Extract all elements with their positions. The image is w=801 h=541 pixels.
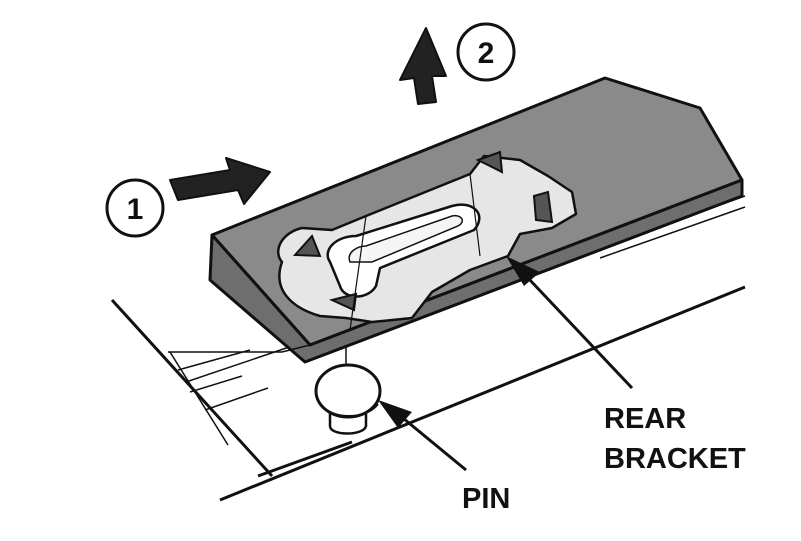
pin-label: PIN [462, 483, 510, 515]
pin-head [314, 363, 382, 419]
step2-number: 2 [478, 37, 495, 70]
clip-tab-top-icon [475, 150, 504, 174]
step1-marker: 1 [105, 178, 165, 238]
rear-bracket-leader [506, 256, 634, 390]
rear-bracket-label-line1: REAR [604, 403, 686, 435]
clip-tab-left-icon [292, 234, 322, 258]
pin-leader [378, 400, 467, 472]
rear-bracket-inner-slot [348, 214, 463, 263]
rear-bracket-label-line2: BRACKET [604, 443, 746, 475]
pin [314, 346, 382, 435]
step1-arrow-icon [169, 157, 271, 205]
rear-bracket [276, 150, 578, 331]
step2-marker: 2 [456, 22, 516, 82]
clip-tab-right-icon [532, 190, 554, 224]
step1-number: 1 [127, 193, 144, 226]
step2-arrow-icon [399, 27, 447, 105]
clip-tab-bottom-icon [328, 292, 358, 312]
